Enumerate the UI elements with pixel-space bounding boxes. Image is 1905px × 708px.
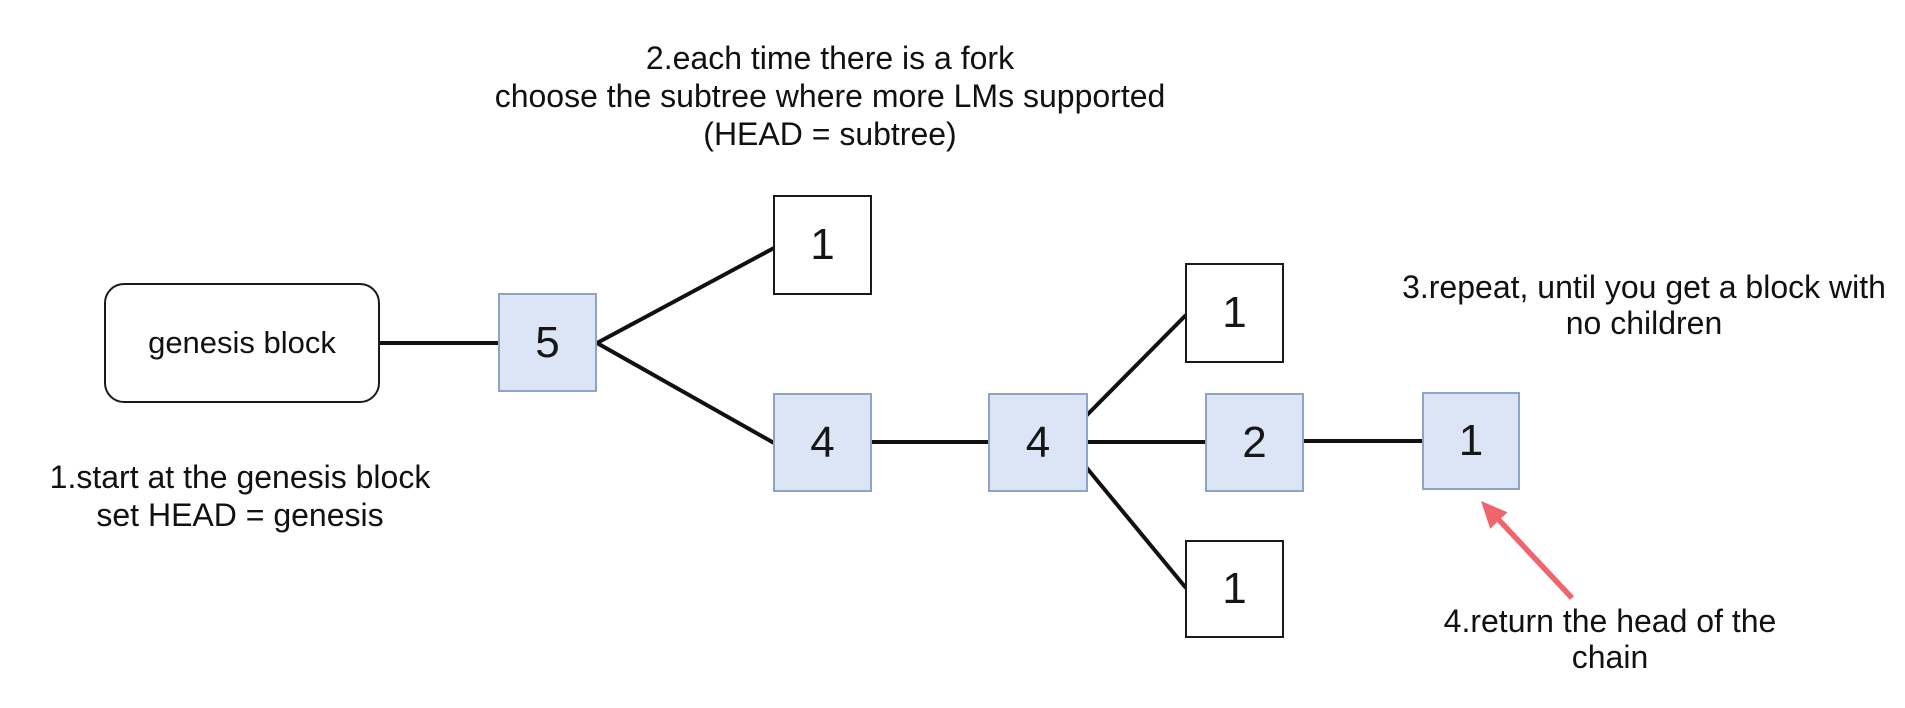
- block-node-1-head: 1: [1422, 392, 1520, 490]
- annotation-step2: 2.each time there is a fork choose the s…: [480, 39, 1180, 153]
- genesis-block-node: genesis block: [104, 283, 380, 403]
- genesis-block-label: genesis block: [148, 325, 336, 360]
- annotation-step3: 3.repeat, until you get a block with no …: [1384, 269, 1904, 341]
- annotation-step2-line3: (HEAD = subtree): [703, 116, 957, 152]
- annotation-step4: 4.return the head of the chain: [1360, 603, 1860, 675]
- block-label: 1: [1458, 416, 1484, 465]
- block-node-2: 2: [1205, 393, 1304, 492]
- block-node-5: 5: [498, 293, 597, 392]
- block-label: 1: [1222, 564, 1247, 613]
- block-node-1-fork-bottom: 1: [1185, 540, 1284, 638]
- annotation-step4-line2: chain: [1571, 639, 1649, 675]
- annotation-step3-line1: 3.repeat, until you get a block with: [1402, 269, 1886, 305]
- block-node-1-fork-mid: 1: [1185, 263, 1284, 363]
- block-node-4-first: 4: [773, 393, 872, 492]
- annotation-step4-line1: 4.return the head of the: [1443, 603, 1777, 639]
- block-label: 1: [810, 220, 835, 269]
- edge-5-to-4: [596, 341, 775, 445]
- annotation-step1: 1.start at the genesis block set HEAD = …: [30, 458, 450, 534]
- edge-4-to-1-bottom: [1084, 465, 1188, 590]
- annotation-step2-line1: 2.each time there is a fork: [645, 40, 1015, 76]
- block-label: 5: [535, 317, 560, 367]
- annotation-step1-line1: 1.start at the genesis block: [49, 459, 431, 495]
- block-label: 1: [1222, 288, 1247, 337]
- edge-5-to-1-top: [596, 246, 775, 345]
- block-node-1-fork-top: 1: [773, 195, 872, 295]
- annotation-step1-line2: set HEAD = genesis: [96, 497, 384, 533]
- block-node-4-second: 4: [988, 393, 1088, 492]
- block-label: 4: [1025, 417, 1051, 467]
- annotation-step3-line2: no children: [1565, 305, 1723, 341]
- block-label: 4: [810, 417, 835, 467]
- block-label: 2: [1242, 417, 1267, 467]
- annotation-step2-line2: choose the subtree where more LMs suppor…: [494, 78, 1166, 114]
- head-pointer-arrow-icon: [1481, 501, 1575, 600]
- edge-4-to-1-mid: [1084, 313, 1188, 418]
